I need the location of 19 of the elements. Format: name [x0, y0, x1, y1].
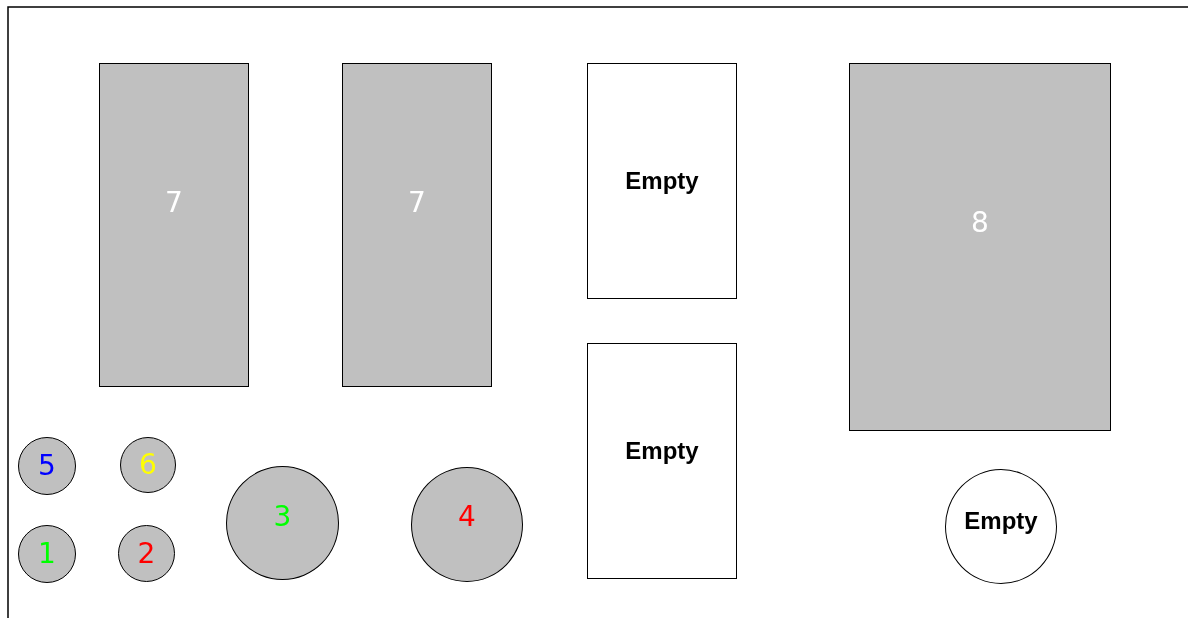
slot-number: 6: [139, 451, 157, 479]
slot-label: Empty: [625, 439, 699, 463]
slot-number: 8: [971, 209, 989, 237]
slot-number: 4: [458, 502, 476, 531]
storage-box: [99, 63, 249, 387]
slot-number: 7: [408, 189, 426, 217]
storage-box: [849, 63, 1111, 431]
slot-number: 3: [273, 503, 292, 531]
slot-label: Empty: [964, 508, 1038, 533]
storage-box: [587, 63, 737, 299]
slot-number: 1: [38, 540, 56, 568]
slot-number: 2: [137, 539, 156, 568]
round-slot: [118, 525, 175, 582]
slot-number: 5: [38, 452, 56, 480]
slot-label: Empty: [625, 169, 699, 193]
storage-box: [342, 63, 492, 387]
storage-box: [587, 343, 737, 579]
slot-number: 7: [165, 189, 183, 217]
round-slot: [120, 437, 176, 493]
